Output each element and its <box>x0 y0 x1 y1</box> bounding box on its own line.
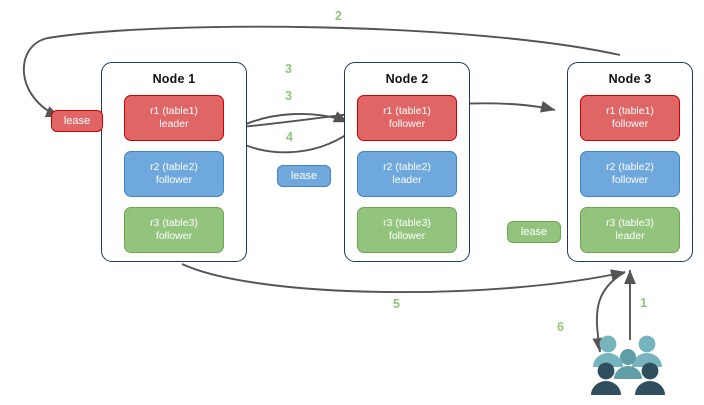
node-title: Node 3 <box>608 72 652 86</box>
lease-chip-r2[interactable]: lease <box>277 165 331 187</box>
replica-name: r2 (table2) <box>383 161 431 173</box>
node-container-3[interactable]: Node 3 r1 (table1) follower r2 (table2) … <box>567 62 693 262</box>
replica-role: follower <box>155 174 193 186</box>
replica-name: r3 (table3) <box>383 217 431 229</box>
replica-r3[interactable]: r3 (table3) follower <box>124 207 224 253</box>
replica-r1[interactable]: r1 (table1) follower <box>580 95 680 141</box>
replica-role: follower <box>611 118 649 130</box>
lease-label: lease <box>63 115 91 127</box>
lease-chip-r1[interactable]: lease <box>51 110 103 132</box>
replica-role: leader <box>392 174 422 186</box>
lease-label: lease <box>520 226 548 238</box>
replica-name: r1 (table1) <box>150 105 198 117</box>
replica-r1[interactable]: r1 (table1) leader <box>124 95 224 141</box>
node-title: Node 1 <box>152 72 196 86</box>
replica-name: r1 (table1) <box>606 105 654 117</box>
node-container-1[interactable]: Node 1 r1 (table1) leader r2 (table2) fo… <box>101 62 247 262</box>
replica-name: r3 (table3) <box>150 217 198 229</box>
step-label-1: 1 <box>640 296 647 310</box>
step-label-6: 6 <box>557 320 564 334</box>
replica-name: r3 (table3) <box>606 217 654 229</box>
replica-role: follower <box>611 174 649 186</box>
replica-role: leader <box>615 230 645 242</box>
lease-label: lease <box>290 170 318 182</box>
replica-name: r2 (table2) <box>606 161 654 173</box>
step-label-3a: 3 <box>285 62 292 76</box>
replica-r3[interactable]: r3 (table3) follower <box>357 207 457 253</box>
step-label-3b: 3 <box>285 89 292 103</box>
step-label-4: 4 <box>286 130 293 144</box>
users-icon <box>587 333 677 395</box>
replica-r2[interactable]: r2 (table2) follower <box>580 151 680 197</box>
replica-role: follower <box>388 118 426 130</box>
replica-name: r2 (table2) <box>150 161 198 173</box>
edge-3-node1-to-node2 <box>231 111 349 132</box>
replica-r3[interactable]: r3 (table3) leader <box>580 207 680 253</box>
replica-name: r1 (table1) <box>383 105 431 117</box>
replica-role: follower <box>155 230 193 242</box>
replica-r2[interactable]: r2 (table2) leader <box>357 151 457 197</box>
node-container-2[interactable]: Node 2 r1 (table1) follower r2 (table2) … <box>344 62 470 262</box>
replica-role: follower <box>388 230 426 242</box>
lease-chip-r3[interactable]: lease <box>507 221 561 243</box>
step-label-2: 2 <box>335 9 342 23</box>
node-title: Node 2 <box>385 72 429 86</box>
replica-r2[interactable]: r2 (table2) follower <box>124 151 224 197</box>
replica-r1[interactable]: r1 (table1) follower <box>357 95 457 141</box>
step-label-5: 5 <box>393 297 400 311</box>
replica-role: leader <box>159 118 189 130</box>
edge-5-node1-to-node3 <box>181 263 626 294</box>
